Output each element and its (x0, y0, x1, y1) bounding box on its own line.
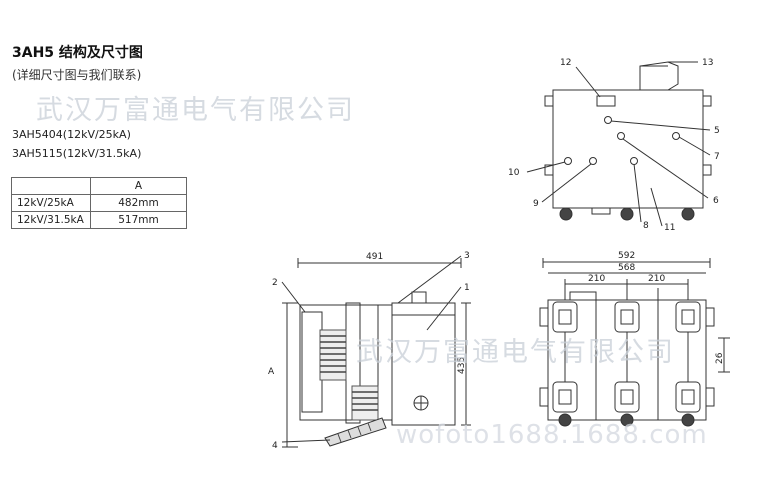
callout-6: 6 (713, 196, 719, 206)
callout-13: 13 (702, 58, 713, 68)
top-view-bracket (544, 95, 554, 107)
pole-bottom-pad (558, 389, 572, 405)
callout-7: 7 (714, 152, 720, 162)
leader-10 (526, 161, 566, 173)
leader-8 (633, 163, 642, 223)
bracket-2 (301, 311, 323, 413)
table-row: 12kV/31.5kA 517mm (11, 211, 187, 229)
dim-label-26: 26 (715, 352, 725, 364)
feature-6 (617, 132, 625, 140)
feature-7 (672, 132, 680, 140)
top-view-bracket (544, 164, 554, 176)
wheel (681, 413, 695, 427)
leader-1 (426, 286, 462, 331)
front-bracket (705, 387, 715, 407)
wheel (620, 413, 634, 427)
dim-label-568: 568 (618, 263, 635, 273)
leader-11 (650, 187, 663, 227)
bottom-tab (591, 207, 611, 215)
callout-12: 12 (560, 58, 571, 68)
model-3ah5404: 3AH5404(12kV/25kA) (12, 128, 131, 141)
wheel (620, 207, 634, 221)
mechanism-box (391, 302, 456, 426)
mechanism-top-knob (411, 291, 427, 304)
pole-2 (614, 301, 640, 427)
leader-6 (622, 138, 709, 199)
leader-7 (678, 136, 711, 156)
dim-label-210-right: 210 (648, 274, 665, 284)
wheel (558, 413, 572, 427)
spec-table: A 12kV/25kA 482mm 12kV/31.5kA 517mm (11, 177, 187, 229)
callout-2: 2 (272, 278, 278, 288)
interrupter-lower (351, 385, 379, 421)
pole-1 (552, 301, 578, 427)
side-view (281, 255, 471, 448)
page-title: 3AH5 结构及尺寸图 (12, 45, 143, 61)
spec-cell-rating: 12kV/25kA (11, 194, 91, 212)
feature-8 (630, 157, 638, 165)
pole-top-pad (681, 309, 695, 325)
front-bracket (705, 307, 715, 327)
callout-4: 4 (272, 441, 278, 451)
pole-top-pad (558, 309, 572, 325)
dim-label-a: A (268, 367, 275, 377)
feature-10 (564, 157, 572, 165)
front-bracket (539, 307, 549, 327)
pole-bottom-pad (620, 389, 634, 405)
wheel (681, 207, 695, 221)
callout-3: 3 (464, 251, 470, 261)
leader-5 (610, 120, 711, 131)
callout-8: 8 (643, 221, 649, 231)
pole-bottom-pad (681, 389, 695, 405)
callout-10: 10 (508, 168, 520, 178)
top-view-bracket (702, 164, 712, 176)
dim-label-592: 592 (618, 251, 635, 261)
window-12 (596, 95, 616, 107)
model-3ah5115: 3AH5115(12kV/31.5kA) (12, 147, 142, 160)
dim-label-435: 435 (457, 357, 467, 374)
pole-top-terminal (614, 301, 640, 333)
pole-bottom-terminal (614, 381, 640, 413)
dim-label-210-left: 210 (588, 274, 605, 284)
leader-2 (281, 281, 306, 313)
callout-9: 9 (533, 199, 539, 209)
page-subtitle: (详细尺寸图与我们联系) (12, 68, 142, 82)
feature-5 (604, 116, 612, 124)
insulating-rod (324, 417, 387, 447)
callout-1: 1 (464, 283, 470, 293)
spec-header-blank (11, 177, 91, 195)
feature-9 (589, 157, 597, 165)
front-view (539, 258, 730, 427)
pole-bracket (377, 304, 393, 421)
pole-top-terminal (675, 301, 701, 333)
leader-12 (575, 66, 601, 98)
pole-bottom-terminal (552, 381, 578, 413)
dim-label-491: 491 (366, 252, 383, 262)
top-view-housing (552, 89, 704, 209)
front-handle (569, 291, 597, 301)
leader-3 (397, 255, 462, 304)
callout-5: 5 (714, 126, 720, 136)
pole-top-pad (620, 309, 634, 325)
wheel (559, 207, 573, 221)
spec-cell-dimension: 517mm (90, 211, 187, 229)
top-view (526, 61, 712, 227)
callout-11: 11 (664, 223, 675, 233)
pole-bottom-terminal (675, 381, 701, 413)
leader-4 (281, 439, 331, 443)
pole-3 (675, 301, 701, 427)
leader-9 (541, 163, 592, 203)
pole-top-terminal (552, 301, 578, 333)
front-bracket (539, 387, 549, 407)
top-view-bracket (702, 95, 712, 107)
